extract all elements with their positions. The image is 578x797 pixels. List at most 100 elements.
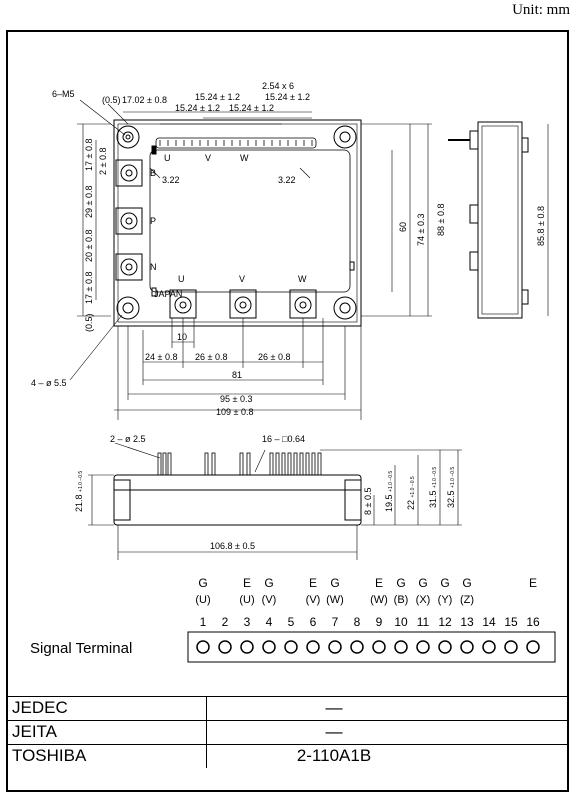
front-pin xyxy=(269,452,274,476)
signal-pin-hole xyxy=(284,640,298,654)
signal-pin-number: 14 xyxy=(482,615,496,629)
dim-screw: 6–M5 xyxy=(52,89,75,99)
label-U: U xyxy=(178,274,185,284)
signal-pin-hole xyxy=(306,640,320,654)
front-pin xyxy=(204,452,209,476)
front-pin xyxy=(275,452,280,476)
dim-322b: 3.22 xyxy=(278,175,296,185)
signal-pin-hole xyxy=(196,640,210,654)
signal-pin-hole xyxy=(438,640,452,654)
signal-pin-number: 15 xyxy=(504,615,518,629)
mounting-hole-bl xyxy=(116,296,140,320)
dim-pins: 16 – □0.64 xyxy=(262,434,305,444)
table-row-jeita: JEITA ― xyxy=(6,720,569,744)
label-W: W xyxy=(298,274,307,284)
table-row-jedec: JEDEC ― xyxy=(6,696,569,720)
dim-h325: 32.5 +1.0 −0.5 xyxy=(446,467,456,508)
dim-w95: 95 ± 0.3 xyxy=(220,394,252,404)
dim-h315: 31.5 +1.0 −0.5 xyxy=(428,467,438,508)
dim-h22: 22 +1.0 −0.5 xyxy=(406,476,416,510)
signal-pin-type: E xyxy=(375,576,383,590)
dim-h8: 8 ± 0.5 xyxy=(363,488,373,515)
dim-v2: 2 ± 0.8 xyxy=(98,148,108,175)
label-N: N xyxy=(150,262,157,272)
signal-pin-hole xyxy=(394,640,408,654)
unit-label: Unit: mm xyxy=(512,2,570,18)
signal-pin-hole xyxy=(482,640,496,654)
front-pin xyxy=(293,452,298,476)
signal-terminal-box xyxy=(187,631,556,663)
signal-pin-type: G xyxy=(396,576,405,590)
module-body-outline xyxy=(113,119,362,327)
front-view-body xyxy=(113,474,362,526)
signal-pin-type: G xyxy=(418,576,427,590)
row-value: ― xyxy=(325,722,343,741)
mounting-hole-br xyxy=(333,296,357,320)
signal-pin-hole xyxy=(460,640,474,654)
signal-pin-group: (B) xyxy=(394,594,409,606)
front-pin xyxy=(311,452,316,476)
signal-pin-group: (U) xyxy=(239,594,254,606)
label-u-small: U xyxy=(164,153,171,163)
signal-pin-number: 4 xyxy=(266,615,273,629)
signal-pin-type: G xyxy=(440,576,449,590)
side-view-body xyxy=(477,121,523,319)
dim-pin-holes: 2 – ø 2.5 xyxy=(110,434,146,444)
row-key: JEITA xyxy=(12,722,58,741)
signal-pin-group: (V) xyxy=(262,594,277,606)
dim-v17b: 17 ± 0.8 xyxy=(84,272,94,304)
table-row-toshiba: TOSHIBA 2-110A1B xyxy=(6,744,569,768)
signal-pin-hole xyxy=(526,640,540,654)
terminal-V-out xyxy=(229,289,257,319)
dim-h85: 85.8 ± 0.8 xyxy=(536,206,546,246)
dim-w26b: 26 ± 0.8 xyxy=(258,352,290,362)
signal-pin-type: G xyxy=(462,576,471,590)
signal-pin-group: (V) xyxy=(306,594,321,606)
signal-pin-number: 1 xyxy=(200,615,207,629)
signal-pin-number: 16 xyxy=(526,615,540,629)
label-V: V xyxy=(239,274,245,284)
mounting-hole-tl xyxy=(116,125,140,149)
package-info-table: JEDEC ― JEITA ― TOSHIBA 2-110A1B xyxy=(6,696,569,792)
signal-pin-type: G xyxy=(264,576,273,590)
signal-pin-group: (Z) xyxy=(460,594,474,606)
dim-h60: 60 xyxy=(398,222,408,232)
dim-pitch-top: 17.02 ± 0.8 xyxy=(122,95,167,105)
signal-pin-number: 3 xyxy=(244,615,251,629)
row-key: TOSHIBA xyxy=(12,746,87,765)
label-B: B xyxy=(150,168,156,178)
dim-h88: 88 ± 0.8 xyxy=(436,204,446,236)
row-key: JEDEC xyxy=(12,698,68,717)
signal-pin-hole xyxy=(504,640,518,654)
dim-w81: 81 xyxy=(232,370,242,380)
label-w-small: W xyxy=(240,153,249,163)
mounting-hole-tr xyxy=(333,125,357,149)
dim-v05: (0.5) xyxy=(84,313,94,332)
front-pin xyxy=(281,452,286,476)
row-value: 2-110A1B xyxy=(296,746,372,765)
dim-v17a: 17 ± 0.8 xyxy=(84,139,94,171)
dim-hole: 4 – ø 5.5 xyxy=(31,378,67,388)
signal-pin-type: G xyxy=(330,576,339,590)
signal-pin-type: E xyxy=(529,576,537,590)
dim-v29: 29 ± 0.8 xyxy=(84,186,94,218)
signal-pin-strip xyxy=(155,137,317,149)
label-P: P xyxy=(150,216,156,226)
signal-pin-number: 12 xyxy=(438,615,452,629)
signal-pin-number: 6 xyxy=(310,615,317,629)
terminal-W-out xyxy=(289,289,317,319)
front-pin xyxy=(157,452,162,476)
dim-s2: 15.24 ± 1.2 xyxy=(195,92,240,102)
front-pin xyxy=(239,452,244,476)
dim-half: (0.5) xyxy=(102,95,121,105)
signal-pin-hole xyxy=(350,640,364,654)
dim-l1068: 106.8 ± 0.5 xyxy=(210,541,255,551)
signal-pin-number: 13 xyxy=(460,615,474,629)
dim-s1: 15.24 ± 1.2 xyxy=(175,103,220,113)
front-pin xyxy=(246,452,251,476)
front-pin xyxy=(162,452,167,476)
front-pin xyxy=(317,452,322,476)
signal-pin-hole xyxy=(416,640,430,654)
signal-pin-number: 5 xyxy=(288,615,295,629)
